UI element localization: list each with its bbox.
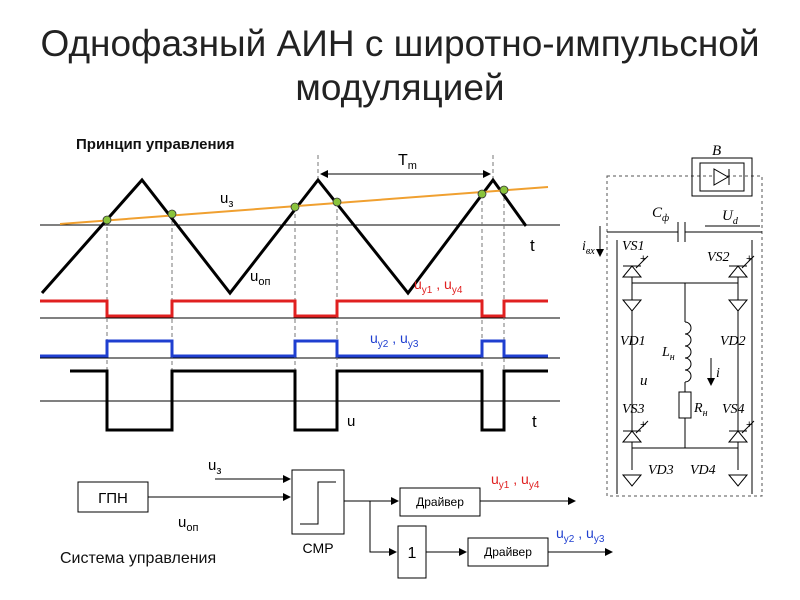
control-out1-label: uу1 , uу4 — [491, 471, 540, 491]
output-voltage-label: u — [347, 413, 355, 430]
vd3-label: VD3 — [648, 463, 674, 478]
vs4-gate — [741, 420, 755, 434]
slide-title: Однофазный АИН с широтно-импульсной моду… — [40, 23, 760, 108]
rectifier-label: B — [712, 143, 721, 159]
vs2-thyristor-icon — [727, 265, 749, 278]
inductor-label: Lн — [661, 345, 675, 363]
intersection-marker — [102, 215, 112, 225]
resistor-icon — [678, 391, 692, 419]
vs4-plus: + — [746, 419, 752, 431]
vs3-thyristor-icon — [621, 430, 643, 443]
signal-uy2-uy3 — [40, 339, 548, 358]
control-ref-label: uз — [208, 457, 221, 477]
vs3-plus: + — [640, 419, 646, 431]
dc-voltage-label: Ud — [722, 208, 739, 227]
output-voltage-wave — [70, 369, 548, 432]
signal-uy2-uy3-label: uу2 , uу3 — [370, 330, 419, 350]
vs1-thyristor-icon — [621, 265, 643, 278]
intersection-marker — [290, 202, 300, 212]
intersection-marker — [167, 209, 177, 219]
vs4-label: VS4 — [722, 402, 745, 417]
vs2-label: VS2 — [707, 250, 730, 265]
vs1-gate — [635, 255, 649, 269]
vd3-diode-icon — [621, 474, 643, 487]
gpn-label: ГПН — [98, 490, 128, 507]
intersection-marker — [332, 197, 342, 207]
vs4-thyristor-icon — [727, 430, 749, 443]
input-current-label: iвх — [582, 239, 595, 257]
vd2-diode-icon — [727, 299, 749, 312]
vd4-label: VD4 — [690, 463, 716, 478]
rectifier-block — [691, 157, 753, 197]
vs1-plus: + — [640, 253, 646, 265]
vd4-diode-icon — [727, 474, 749, 487]
signal-uy1-uy4-label: uу1 , uу4 — [414, 276, 463, 296]
carrier-triangle-wave — [40, 177, 528, 296]
reference-label: uз — [220, 190, 233, 210]
comparator-label: CMP — [302, 540, 333, 556]
driver1-block — [399, 487, 481, 517]
vs3-label: VS3 — [622, 402, 645, 417]
vs2-gate — [741, 255, 755, 269]
control-carrier-label: uоп — [178, 514, 198, 534]
cmp-to-inverter-wire — [369, 501, 397, 556]
carrier-time-label: t — [530, 236, 535, 255]
carrier-label: uоп — [250, 268, 270, 288]
resistor-label: Rн — [693, 401, 708, 419]
rectifier-inner — [699, 162, 745, 192]
vd1-label: VD1 — [620, 334, 646, 349]
section-label: Принцип управления — [76, 136, 235, 153]
circuit-frame — [606, 175, 763, 497]
intersection-marker — [499, 185, 509, 195]
vs1-label: VS1 — [622, 239, 645, 254]
load-voltage-label: u — [640, 373, 648, 389]
vd1-diode-icon — [621, 299, 643, 312]
signal-uy1-uy4 — [40, 299, 548, 318]
vs2-plus: + — [746, 253, 752, 265]
intersection-marker — [477, 189, 487, 199]
reference-signal — [59, 186, 549, 225]
vs3-gate — [635, 420, 649, 434]
inverter-block — [397, 525, 427, 579]
inverter-label: 1 — [408, 545, 417, 562]
control-out2-label: uу2 , uу3 — [556, 525, 605, 545]
load-current-label: i — [716, 366, 720, 381]
driver2-label: Драйвер — [484, 545, 532, 559]
inductor-icon — [684, 321, 692, 383]
driver1-label: Драйвер — [416, 495, 464, 509]
control-system-caption: Система управления — [60, 550, 216, 567]
output-time-label: t — [532, 412, 537, 431]
rectifier-diode-icon — [713, 168, 730, 186]
period-label: Tm — [398, 152, 417, 172]
vd2-label: VD2 — [720, 334, 746, 349]
comparator-symbol — [300, 481, 336, 525]
capacitor-label: Cф — [652, 205, 669, 224]
